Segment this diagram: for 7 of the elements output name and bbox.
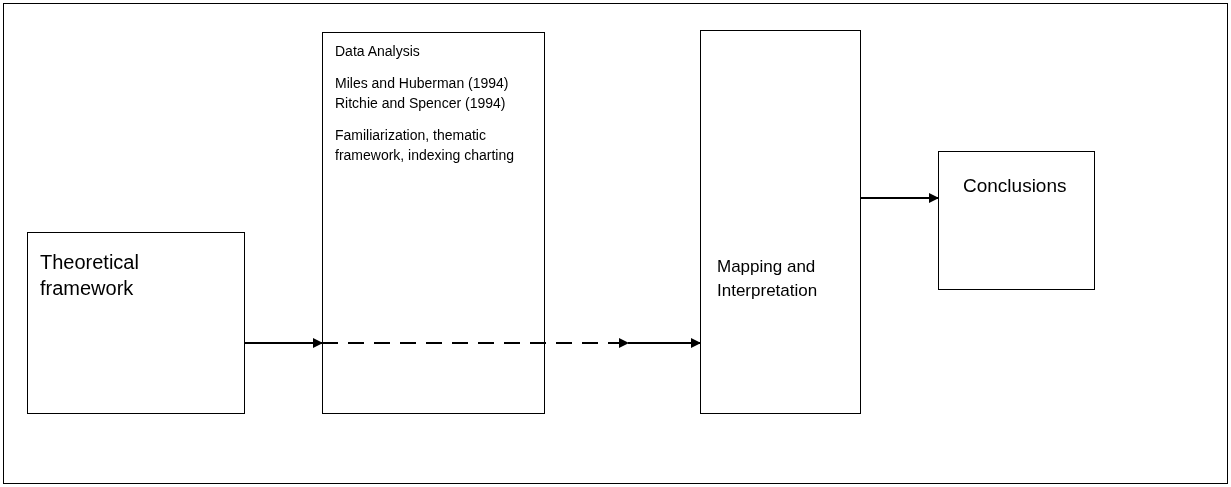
process-box xyxy=(27,232,245,414)
process-box xyxy=(700,30,861,414)
dashed-arrow xyxy=(321,338,701,348)
process-box xyxy=(938,151,1095,290)
arrow xyxy=(860,193,939,203)
arrow xyxy=(244,338,323,348)
process-box xyxy=(322,32,545,414)
